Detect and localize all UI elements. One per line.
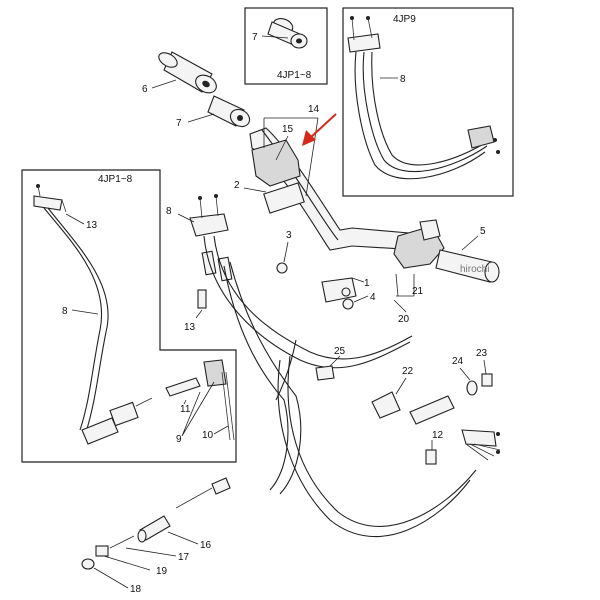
label-20: 20: [398, 314, 410, 325]
label-21: 21: [412, 286, 424, 297]
clamp-25: 25: [315, 346, 346, 381]
label-12: 12: [432, 430, 444, 441]
label-18: 18: [130, 584, 142, 595]
label-4: 4: [370, 292, 376, 303]
label-16: 16: [200, 540, 212, 551]
label-13-inset: 13: [86, 220, 98, 231]
grip-7: 7: [176, 95, 251, 129]
inset-box-4jp9: 4JP9 8: [342, 7, 514, 197]
inset-title-left: 4JP1~8: [98, 174, 133, 185]
label-5: 5: [480, 226, 486, 237]
label-3: 3: [286, 230, 292, 241]
label-15: 15: [282, 124, 294, 135]
label-8-inset: 8: [62, 306, 68, 317]
label-13-main: 13: [184, 322, 196, 333]
label-11: 11: [180, 404, 191, 415]
lower-cable-parts: 16 17 19 18: [81, 477, 231, 595]
indicator-arrow: [302, 113, 337, 146]
inset-title-right: 4JP9: [393, 14, 416, 25]
inset-box-left: 4JP1~8 13 8 11 9 10: [21, 169, 237, 463]
label-2: 2: [234, 180, 240, 191]
label-6: 6: [142, 84, 148, 95]
label-8-right: 8: [400, 74, 406, 85]
label-14: 14: [308, 104, 320, 115]
label-17: 17: [178, 552, 190, 563]
label-19: 19: [156, 566, 168, 577]
cable-end-12: 12: [425, 429, 501, 465]
inset-title-top: 4JP1~8: [277, 70, 312, 81]
label-9: 9: [176, 434, 182, 445]
label-23: 23: [476, 348, 488, 359]
label-10: 10: [202, 430, 214, 441]
label-24: 24: [452, 356, 464, 367]
label-25: 25: [334, 346, 346, 357]
label-7-main: 7: [176, 118, 182, 129]
watermark: hirochi: [460, 264, 489, 275]
throttle-cables: 8 13: [166, 194, 477, 538]
label-22: 22: [402, 366, 414, 377]
bracket-22: 22 24 23: [371, 348, 493, 425]
right-lever-assembly: 5 hirochi 21 20: [393, 219, 500, 325]
center-clamp: 1 3 4: [276, 230, 376, 310]
label-1: 1: [364, 278, 370, 289]
label-8-main: 8: [166, 206, 172, 217]
inset-box-grip: 7 4JP1~8: [244, 7, 328, 85]
label-7-top: 7: [252, 32, 258, 43]
grip-6: 6: [142, 51, 217, 95]
